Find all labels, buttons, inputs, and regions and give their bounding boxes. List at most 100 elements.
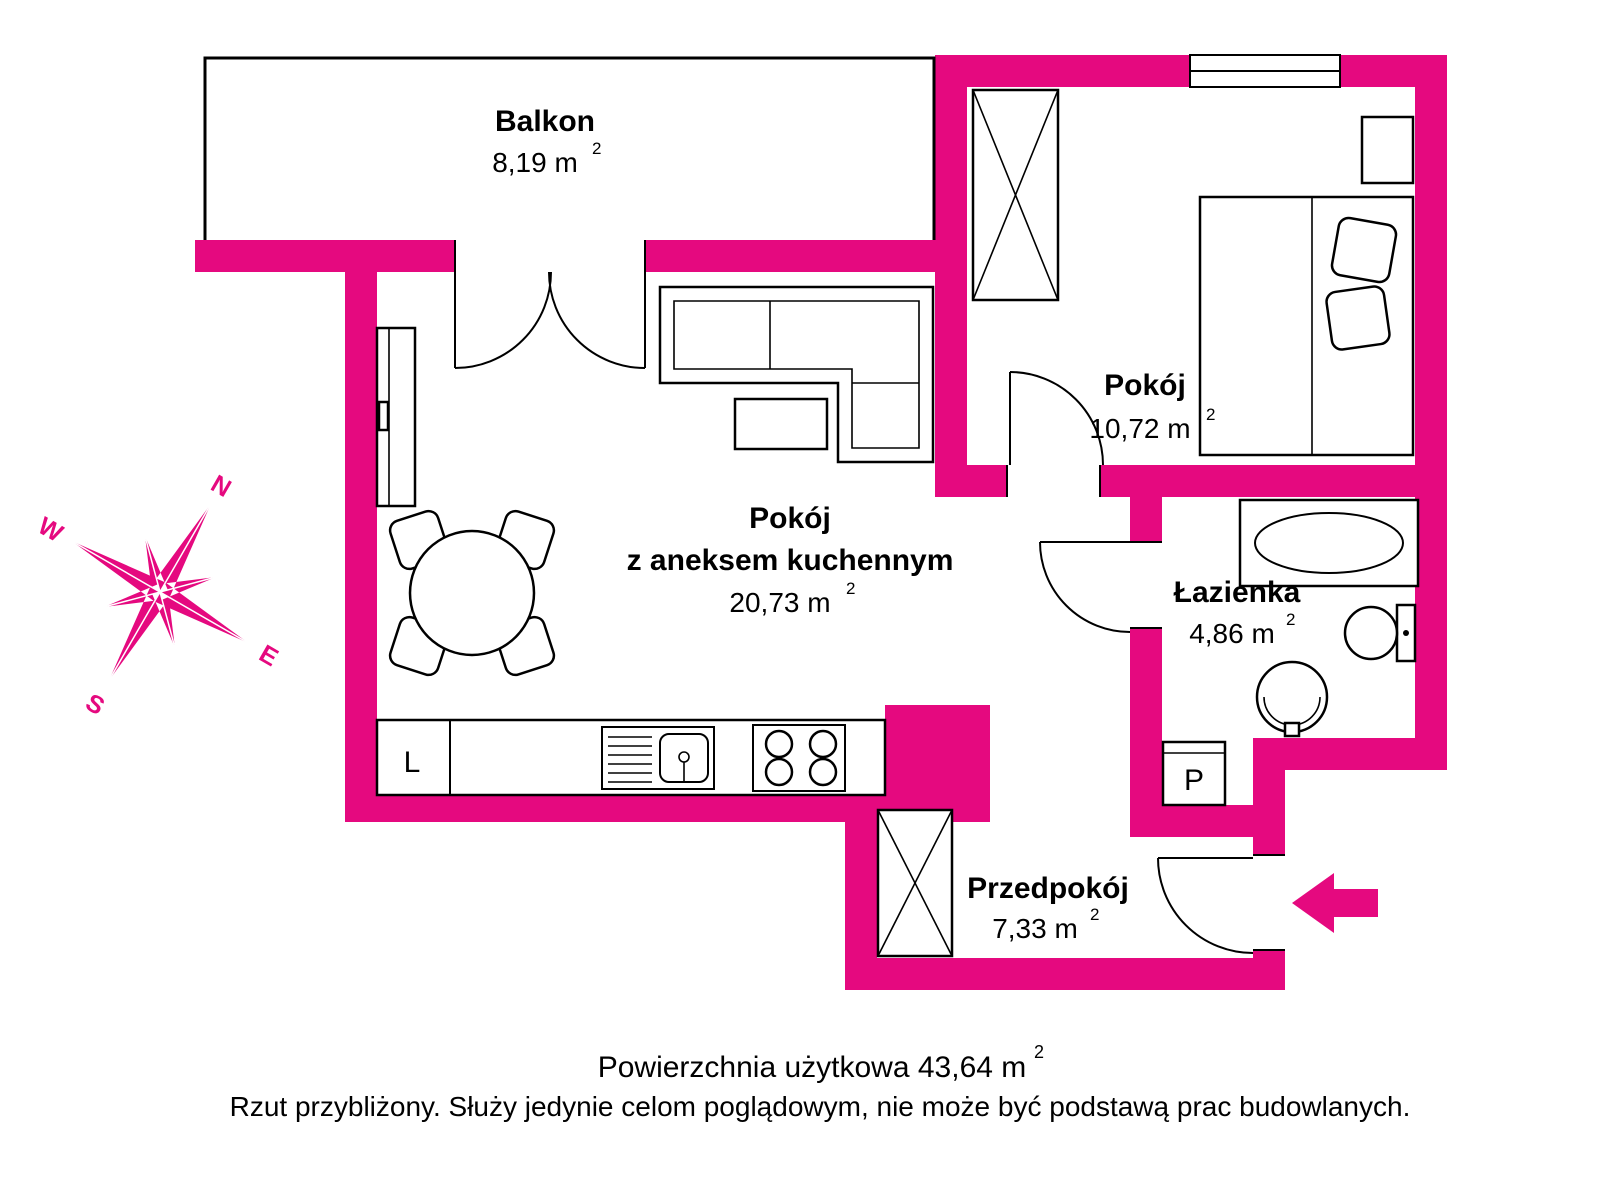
room-area: 7,33 m xyxy=(992,913,1078,944)
total-area-text: Powierzchnia użytkowa 43,64 m xyxy=(598,1051,1027,1084)
doors xyxy=(454,240,1285,954)
footer: Powierzchnia użytkowa 43,64 m 2 Rzut prz… xyxy=(230,1042,1411,1122)
room-area: 10,72 m xyxy=(1089,413,1190,444)
room-name-line2: z aneksem kuchennym xyxy=(627,544,954,577)
label-balkon: Balkon 8,19 m 2 xyxy=(492,105,601,178)
room-area-sup: 2 xyxy=(592,139,601,158)
entrance-door xyxy=(1157,854,1285,954)
fridge-label: L xyxy=(404,746,421,779)
washbasin-tap xyxy=(1283,721,1301,738)
wall-bath-divider-top xyxy=(1130,497,1162,542)
entrance-arrow xyxy=(1292,873,1378,933)
wall-main-bedroom-divider xyxy=(935,55,967,465)
door-arc xyxy=(1157,857,1254,954)
wall-bedroom-bottom-left xyxy=(935,465,1007,497)
sofa-inner xyxy=(673,300,920,449)
wall-bath-divider-bottom xyxy=(1130,628,1162,837)
toilet xyxy=(1343,603,1417,663)
bedroom-door xyxy=(1006,371,1104,497)
burner xyxy=(808,729,838,759)
room-name: Przedpokój xyxy=(967,872,1129,905)
wall-right xyxy=(1415,55,1447,770)
kitchen-counter: L xyxy=(375,718,887,797)
sink-bowl xyxy=(659,733,709,783)
round-table xyxy=(408,529,536,657)
hall-wardrobe xyxy=(876,808,954,958)
wall-hall-right-upper xyxy=(1253,738,1285,855)
toilet-button xyxy=(1403,630,1409,636)
wall-hall-left xyxy=(845,790,877,990)
door-arc xyxy=(1009,371,1104,466)
compass-west: W xyxy=(33,512,68,548)
room-area: 20,73 m xyxy=(729,587,830,618)
pillow xyxy=(1330,216,1398,284)
toilet-bowl xyxy=(1343,605,1399,661)
tall-cabinet xyxy=(375,326,417,508)
wall-hall-bottom xyxy=(845,958,1285,990)
burner xyxy=(764,729,794,759)
bathtub-basin xyxy=(1254,512,1404,574)
cabinet-handle xyxy=(377,400,390,432)
counter-body xyxy=(375,718,887,797)
compass-north: N xyxy=(206,470,236,503)
bathroom-door xyxy=(1039,541,1162,633)
label-przedpokoj: Przedpokój 7,33 m 2 xyxy=(967,872,1129,944)
balcony-double-door xyxy=(454,240,646,369)
washbasin xyxy=(1255,660,1329,738)
coffee-table xyxy=(733,397,829,451)
room-name: Balkon xyxy=(495,105,595,138)
door-arc xyxy=(1039,541,1131,633)
wardrobe-cross-2 xyxy=(972,89,1059,301)
bathtub xyxy=(1238,498,1420,588)
hall-wardrobe-cross-2 xyxy=(877,809,953,957)
room-area-sup: 2 xyxy=(1090,905,1099,924)
wall-kitchen-pillar xyxy=(885,705,990,822)
nightstand xyxy=(1360,115,1415,185)
room-area: 4,86 m xyxy=(1189,618,1275,649)
compass-rose: N E S W xyxy=(33,470,283,721)
balcony-outline xyxy=(203,56,936,240)
stove xyxy=(752,724,846,792)
wall-left xyxy=(345,272,377,822)
room-name-line1: Pokój xyxy=(749,502,831,535)
room-area: 8,19 m xyxy=(492,147,578,178)
wall-bedroom-top-left xyxy=(935,55,1190,87)
sofa-outer xyxy=(658,285,935,464)
pillow xyxy=(1325,285,1391,351)
label-pokoj-z-aneksem: Pokój z aneksem kuchennym 20,73 m 2 xyxy=(627,502,954,618)
bathtub-outline xyxy=(1238,498,1420,588)
compass-east: E xyxy=(254,640,282,673)
door-arc xyxy=(454,271,552,369)
total-area-sup: 2 xyxy=(1034,1042,1044,1062)
wall-bath-step xyxy=(1285,738,1447,770)
disclaimer-text: Rzut przybliżony. Służy jedynie celom po… xyxy=(230,1091,1411,1122)
bed xyxy=(1198,195,1415,457)
washing-machine: P xyxy=(1161,740,1227,807)
room-area-sup: 2 xyxy=(1286,610,1295,629)
room-area-sup: 2 xyxy=(846,579,855,598)
sofa xyxy=(658,285,935,464)
washer-label: P xyxy=(1184,764,1204,797)
sink-outline xyxy=(601,726,715,790)
wall-top-right-of-balcony-door xyxy=(645,240,935,272)
door-arc xyxy=(548,271,646,369)
label-lazienka: Łazienka 4,86 m 2 xyxy=(1174,576,1301,649)
burner xyxy=(808,757,838,787)
washbasin-bowl xyxy=(1255,660,1329,734)
wall-top-left xyxy=(195,240,455,272)
dining-set xyxy=(388,509,556,677)
bedroom-window xyxy=(1189,54,1341,88)
stove-outline xyxy=(752,724,846,792)
compass-south: S xyxy=(81,688,109,721)
bedroom-wardrobe xyxy=(971,88,1060,302)
label-pokoj: Pokój 10,72 m 2 xyxy=(1089,369,1215,444)
burner xyxy=(764,757,794,787)
room-name: Pokój xyxy=(1104,369,1186,402)
sink-drainer xyxy=(608,736,652,783)
wall-bedroom-bottom-right xyxy=(1100,465,1447,497)
room-area-sup: 2 xyxy=(1206,405,1215,424)
kitchen-sink xyxy=(601,726,715,790)
room-name: Łazienka xyxy=(1174,576,1301,609)
